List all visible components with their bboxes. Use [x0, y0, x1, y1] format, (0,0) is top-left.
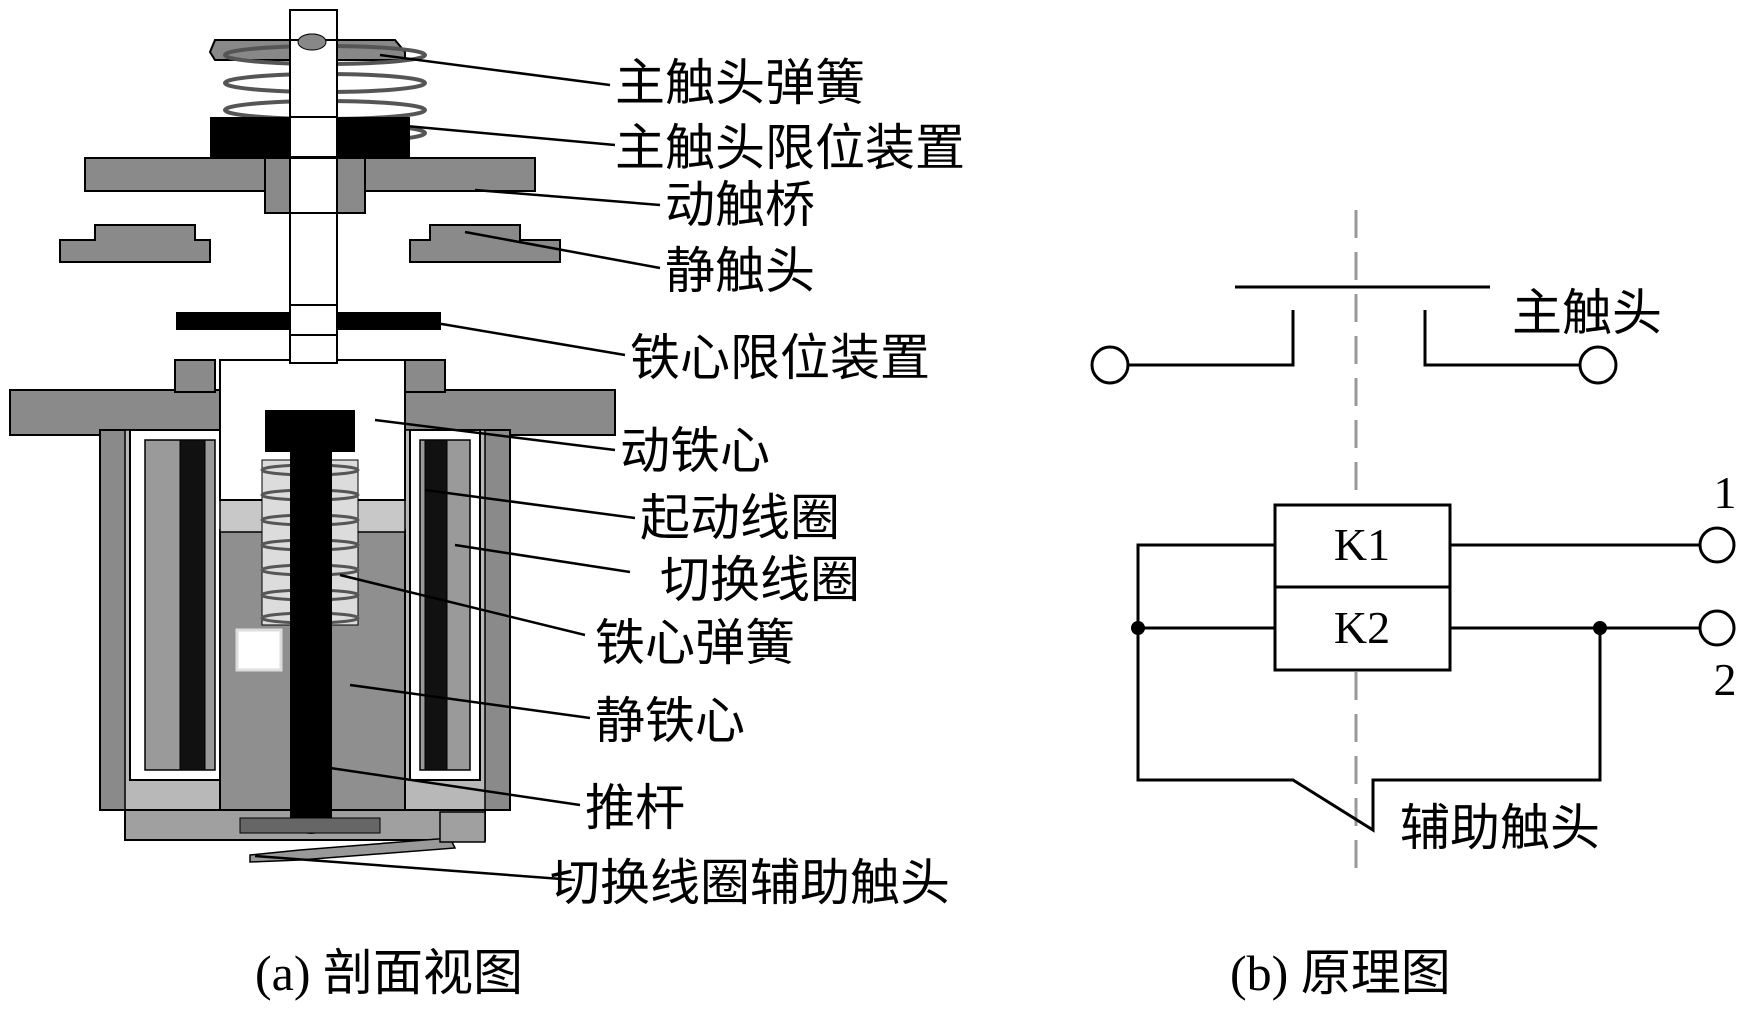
label-aux-contact: 辅助触头	[1400, 800, 1600, 856]
coil-k1-label: K1	[1334, 519, 1390, 570]
aux-contact-shape	[239, 811, 486, 863]
coil-right	[409, 429, 481, 781]
label-moving-core: 动铁心	[620, 423, 770, 479]
label-static-core: 静铁心	[595, 693, 745, 749]
terminal-2-label: 2	[1714, 654, 1737, 705]
static-contact-shape	[59, 224, 561, 263]
label-main-contact-spring: 主触头弹簧	[615, 55, 865, 111]
label-push-rod: 推杆	[585, 780, 685, 836]
label-static-contact: 静触头	[665, 243, 815, 299]
main-contact-symbol	[1128, 285, 1580, 367]
caption-a: (a) 剖面视图	[255, 945, 523, 1001]
leader-lines	[254, 53, 661, 882]
label-core-limiter: 铁心限位装置	[630, 330, 930, 386]
coil-k2-label: K2	[1334, 602, 1390, 653]
junction-left	[1131, 621, 1145, 635]
junction-right	[1593, 621, 1607, 635]
label-core-spring: 铁心弹簧	[595, 615, 795, 671]
terminal-2	[1698, 609, 1736, 647]
moving-bridge-shape	[84, 157, 536, 364]
main-terminal-left	[1090, 345, 1130, 385]
label-main-contact-limiter: 主触头限位装置	[615, 120, 965, 176]
label-switch-coil: 切换线圈	[660, 552, 860, 608]
terminal-1-label: 1	[1714, 467, 1737, 518]
main-terminal-right	[1578, 345, 1618, 385]
label-start-coil: 起动线圈	[640, 490, 840, 546]
terminal-1	[1698, 526, 1736, 564]
core-limiter-shape	[176, 304, 441, 336]
caption-b: (b) 原理图	[1230, 945, 1451, 1001]
coil-left	[129, 429, 231, 781]
main-contact-limiter-shape	[210, 116, 410, 158]
section-labels: 主触头弹簧 主触头限位装置 动触桥 静触头 铁心限位装置 动铁心 起动线圈 切换…	[550, 55, 965, 911]
section-view: 主触头弹簧 主触头限位装置 动触桥 静触头 铁心限位装置 动铁心 起动线圈 切换…	[9, 9, 965, 1001]
label-main-contact: 主触头	[1512, 285, 1662, 341]
schematic: 主触头 K1 K2 1 2 辅助触头 (b) 原理图	[1090, 210, 1737, 1001]
schematic-wiring	[1136, 543, 1700, 833]
label-moving-bridge: 动触桥	[665, 177, 815, 233]
label-switch-coil-aux-contact: 切换线圈辅助触头	[550, 855, 950, 911]
